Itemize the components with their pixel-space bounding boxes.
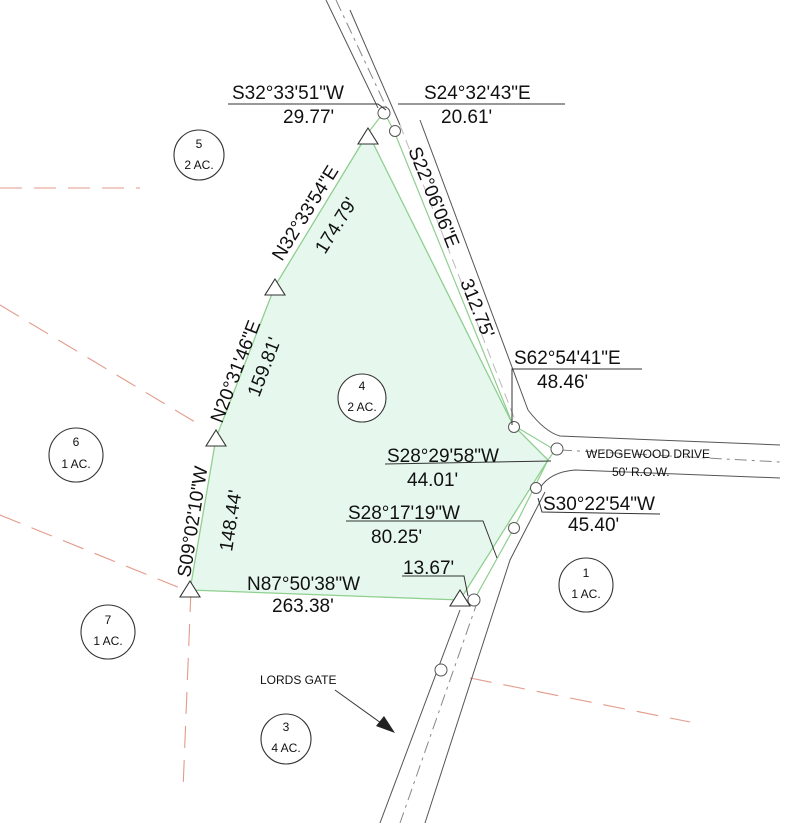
iron-pin-4 [550, 442, 564, 456]
arrow-lords-gate [376, 716, 395, 733]
svg-text:6: 6 [73, 435, 80, 449]
lords-gate-centerline [399, 599, 479, 823]
lords-gate-label: LORDS GATE [260, 673, 336, 687]
se-2-bearing: S28°17'19"W [348, 503, 460, 524]
parcel-lot-4 [189, 131, 549, 601]
leader-lords-gate [334, 689, 389, 729]
south-dist: 263.38' [272, 596, 334, 617]
north-a-dist: 29.77' [283, 107, 334, 128]
wedgewood-south-edge [539, 469, 781, 489]
monument-triangle-north [357, 126, 379, 145]
leader-south-short [402, 575, 469, 597]
wedgewood-north-edge [527, 409, 781, 446]
adjacent-line-west [0, 304, 201, 426]
east-row-edge [399, 124, 516, 421]
wedgewood-row-label: 50' R.O.W. [612, 465, 670, 479]
lot-3-marker: 3 4 AC. [260, 713, 312, 765]
parcel-southeast-edge [460, 459, 549, 601]
svg-text:1 AC.: 1 AC. [571, 587, 600, 601]
corner-dist: 48.46' [537, 372, 588, 393]
lot-5-marker: 5 2 AC. [173, 129, 225, 181]
se-2-dist: 80.25' [371, 527, 422, 548]
monument-triangle-west-mid [205, 428, 227, 447]
svg-text:1: 1 [583, 566, 590, 580]
south-short-dist: 13.67' [403, 558, 454, 579]
north-b-bearing: S24°32'43"E [424, 83, 531, 104]
svg-text:2 AC.: 2 AC. [347, 400, 376, 414]
north-a-bearing: S32°33'51"W [232, 83, 344, 104]
se-3-bearing: S30°22'54"W [543, 494, 655, 515]
svg-text:1 AC.: 1 AC. [93, 634, 122, 648]
svg-text:4: 4 [359, 379, 366, 393]
lot-7-marker: 7 1 AC. [80, 604, 136, 660]
wedgewood-centerline [559, 449, 781, 463]
svg-text:2 AC.: 2 AC. [184, 158, 213, 172]
monument-triangle-southwest [179, 579, 201, 598]
north-road-west-edge [325, 0, 379, 109]
leader-se-2 [346, 520, 498, 559]
iron-pin-8 [434, 663, 448, 677]
monument-triangle-south [449, 588, 471, 607]
se-1-bearing: S28°29'58"W [387, 446, 499, 467]
svg-text:1 AC.: 1 AC. [61, 457, 90, 471]
svg-text:3: 3 [283, 720, 290, 734]
leader-se-3 [537, 497, 661, 515]
iron-pin-3 [508, 421, 520, 433]
se-1-dist: 44.01' [407, 470, 458, 491]
leader-north-a [228, 103, 387, 111]
iron-pin-2 [389, 125, 401, 137]
lot-4-marker: 4 2 AC. [337, 373, 387, 423]
east-row-outer [419, 119, 529, 411]
monument-triangle-west-upper [264, 277, 286, 296]
lot-6-marker: 6 1 AC. [48, 427, 104, 483]
iron-pin-1 [377, 106, 391, 120]
svg-text:5: 5 [196, 137, 203, 151]
lot-1-marker: 1 1 AC. [558, 557, 614, 613]
south-bearing: N87°50'38"W [247, 574, 360, 595]
north-road-east-edge [349, 9, 401, 126]
leader-se-1 [384, 460, 552, 465]
adjacent-line-lot7-east [182, 589, 192, 791]
north-b-dist: 20.61' [441, 107, 492, 128]
iron-pin-6 [508, 522, 520, 534]
corner-bearing: S62°54'41"E [514, 348, 621, 369]
svg-text:4 AC.: 4 AC. [271, 741, 300, 755]
lords-gate-east-edge [424, 491, 546, 823]
svg-text:7: 7 [105, 613, 112, 627]
wedgewood-drive-label: WEDGEWOOD DRIVE [586, 447, 710, 461]
leader-corner [511, 368, 642, 425]
iron-pin-7 [467, 593, 481, 607]
se-3-dist: 45.40' [568, 515, 619, 536]
iron-pin-5 [530, 482, 542, 494]
lords-gate-west-edge [379, 609, 461, 823]
adjacent-line-southwest [0, 514, 186, 591]
adjacent-line-southeast [469, 677, 691, 723]
north-road-centerline [335, 0, 391, 116]
